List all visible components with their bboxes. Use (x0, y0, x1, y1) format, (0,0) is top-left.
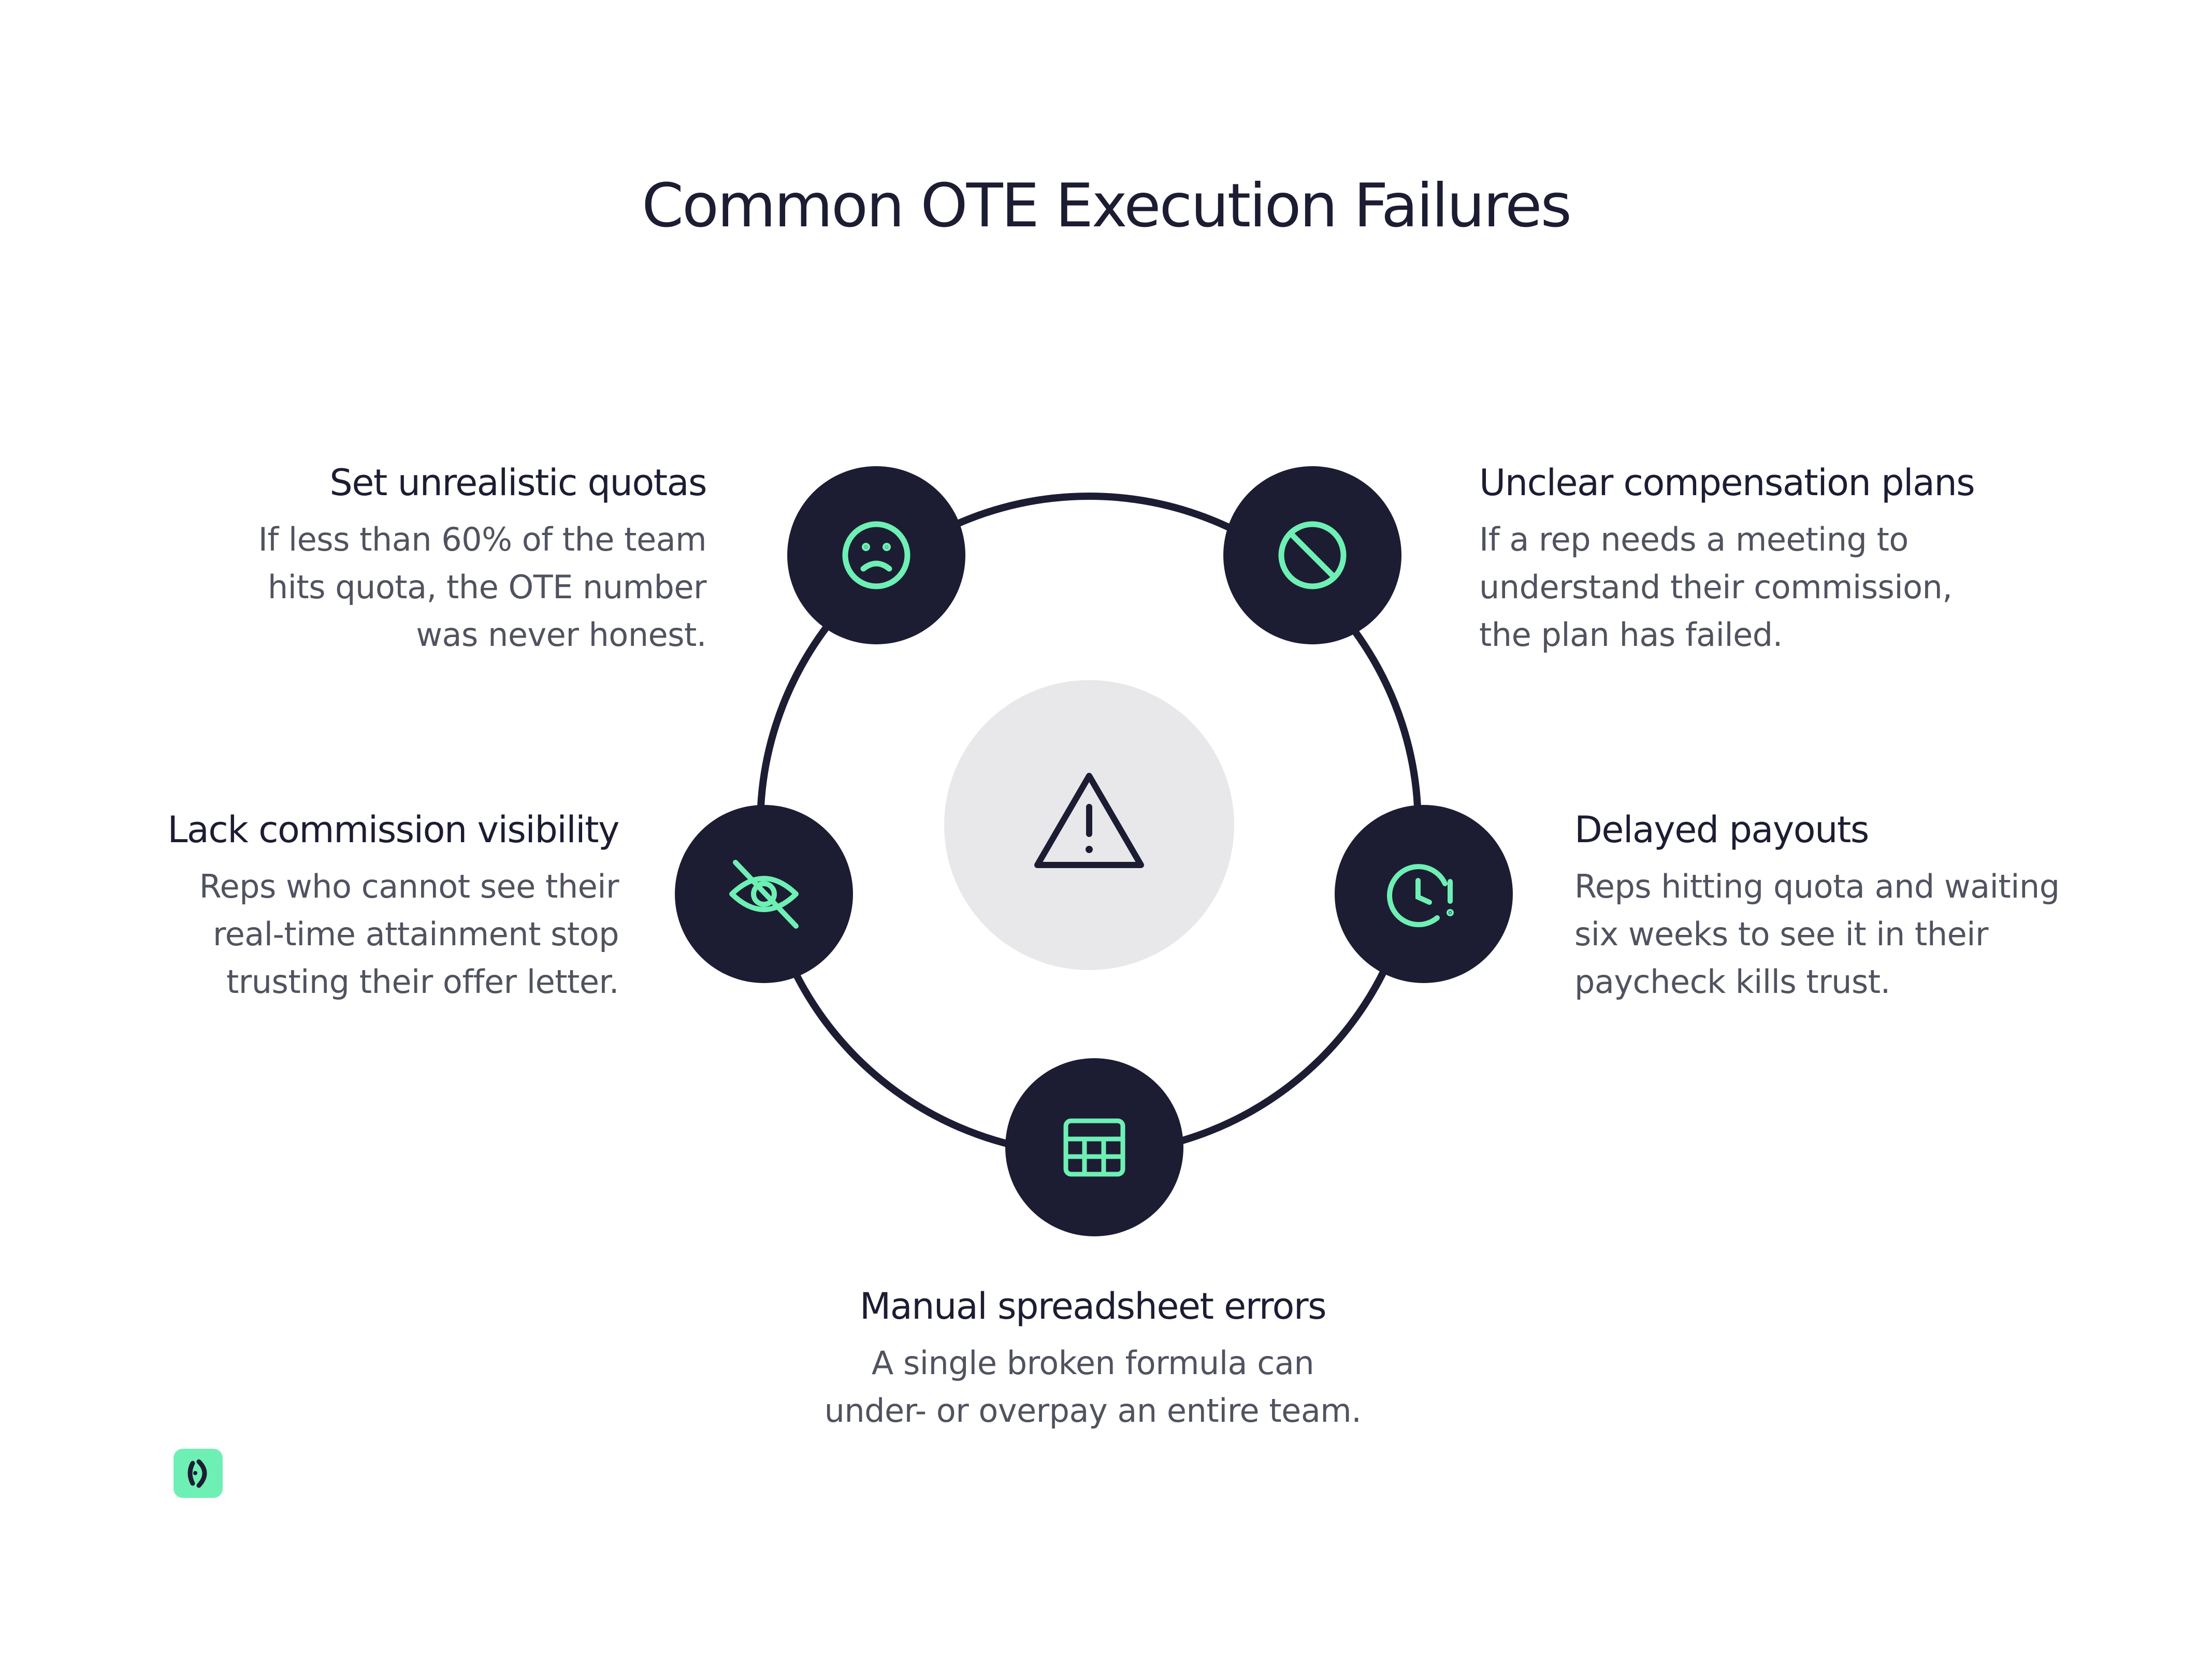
item-errors: Manual spreadsheet errors A single broke… (756, 1285, 1429, 1435)
desc-line: Reps who cannot see their (199, 868, 619, 905)
node-unclear (1223, 466, 1401, 644)
item-payouts: Delayed payouts Reps hitting quota and w… (1574, 808, 2196, 1006)
spreadsheet-grid-icon (1063, 1118, 1125, 1177)
prohibited-icon (1278, 521, 1347, 589)
item-description: If less than 60% of the team hits quota,… (33, 516, 707, 659)
desc-line: was never honest. (416, 616, 706, 654)
item-description: If a rep needs a meeting to understand t… (1479, 516, 2152, 659)
desc-line: the plan has failed. (1479, 616, 1783, 654)
brand-logo-icon (174, 1449, 223, 1498)
item-heading: Delayed payouts (1574, 809, 1869, 851)
item-heading: Lack commission visibility (167, 809, 619, 851)
item-description: A single broken formula can under- or ov… (756, 1339, 1429, 1435)
eye-off-icon (729, 860, 799, 929)
item-quotas: Set unrealistic quotas If less than 60% … (33, 461, 707, 659)
desc-line: six weeks to see it in their (1574, 915, 1989, 953)
desc-line: Reps hitting quota and waiting (1574, 868, 2060, 905)
desc-line: If a rep needs a meeting to (1479, 521, 1909, 558)
item-description: Reps hitting quota and waiting six weeks… (1574, 863, 2196, 1006)
item-description: Reps who cannot see their real-time atta… (5, 863, 619, 1006)
desc-line: trusting their offer letter. (226, 963, 619, 1001)
node-errors (1005, 1058, 1183, 1236)
node-payouts (1335, 805, 1513, 983)
desc-line: hits quota, the OTE number (267, 568, 707, 606)
item-visibility: Lack commission visibility Reps who cann… (5, 808, 619, 1006)
item-unclear: Unclear compensation plans If a rep need… (1479, 461, 2152, 659)
node-quotas (787, 466, 965, 644)
desc-line: real-time attainment stop (212, 915, 619, 953)
desc-line: under- or overpay an entire team. (824, 1392, 1362, 1430)
node-visibility (675, 805, 853, 983)
item-heading: Unclear compensation plans (1479, 461, 1975, 504)
desc-line: A single broken formula can (871, 1344, 1314, 1382)
item-heading: Manual spreadsheet errors (859, 1285, 1327, 1328)
desc-line: understand their commission, (1479, 568, 1953, 606)
desc-line: paycheck kills trust. (1574, 963, 1890, 1001)
item-heading: Set unrealistic quotas (329, 461, 707, 504)
desc-line: If less than 60% of the team (258, 521, 707, 558)
page-title: Common OTE Execution Failures (642, 171, 1572, 241)
warning-triangle-icon (1034, 773, 1144, 868)
clock-alert-icon (1387, 864, 1454, 928)
center-node (944, 680, 1234, 970)
sad-face-icon (842, 521, 910, 589)
